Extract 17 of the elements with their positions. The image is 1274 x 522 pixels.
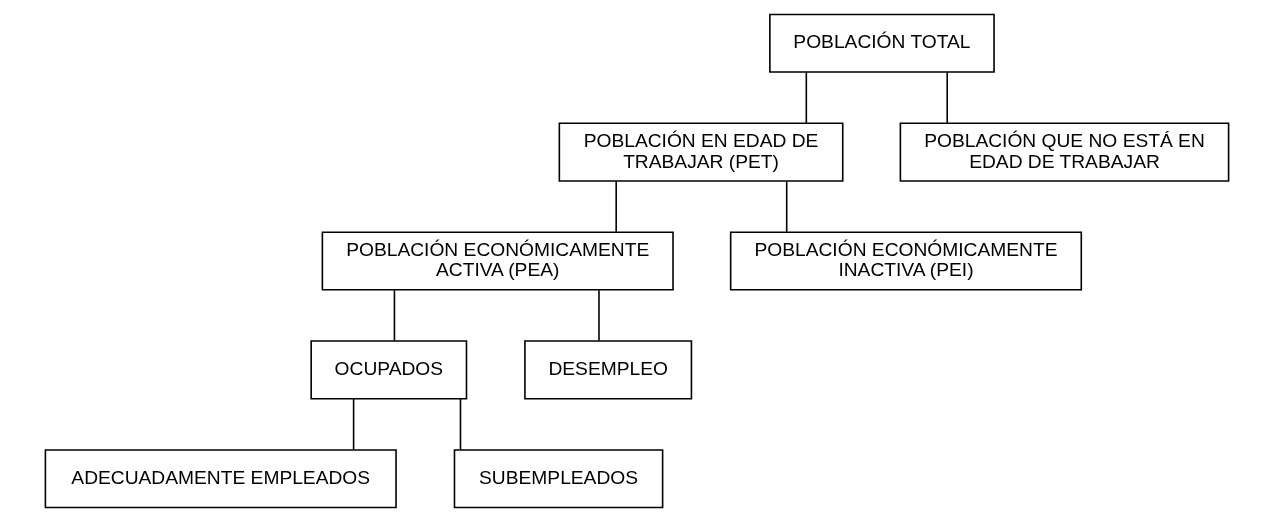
- node-box: DESEMPLEO: [524, 340, 693, 400]
- node-box: POBLACIÓN ECONÓMICAMENTE ACTIVA (PEA): [321, 231, 674, 291]
- node-box: POBLACIÓN QUE NO ESTÁ EN EDAD DE TRABAJAR: [899, 122, 1230, 182]
- connector: [785, 180, 788, 233]
- connector: [805, 71, 808, 124]
- node-box: POBLACIÓN TOTAL: [769, 13, 995, 73]
- node-box: POBLACIÓN ECONÓMICAMENTE INACTIVA (PEI): [729, 231, 1083, 291]
- node-box: ADECUADAMENTE EMPLEADOS: [44, 449, 397, 509]
- node-box: OCUPADOS: [310, 340, 468, 400]
- connector: [352, 398, 355, 451]
- node-box: SUBEMPLEADOS: [453, 449, 664, 509]
- connector: [393, 289, 396, 342]
- connector: [459, 398, 462, 451]
- connector: [946, 71, 948, 124]
- node-box: POBLACIÓN EN EDAD DE TRABAJAR (PET): [558, 122, 844, 182]
- connector: [615, 180, 617, 233]
- connector: [598, 289, 600, 342]
